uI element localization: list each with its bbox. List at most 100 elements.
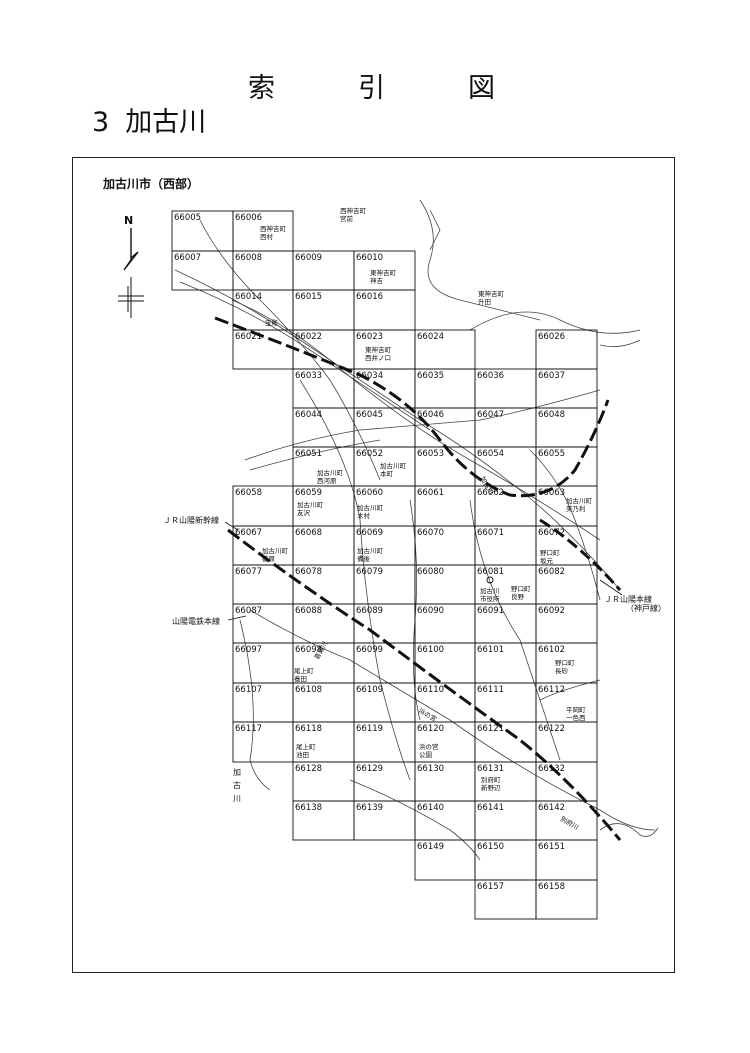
place-name: 養田 (294, 674, 307, 683)
map-sheet-number: 66128 (295, 764, 322, 774)
map-sheet-number: 66151 (538, 842, 565, 852)
map-sheet-number: 66068 (295, 528, 322, 538)
place-name: 尾上町 (296, 742, 316, 751)
label-sanyo-shinkansen: ＪＲ山陽新幹線 (163, 515, 219, 525)
map-sheet-number: 66022 (295, 332, 322, 342)
title-char: 引 (358, 73, 387, 104)
place-name: 平岡町 (566, 706, 586, 714)
sanyo-main-line (214, 316, 610, 498)
place-name: 神吉 (370, 276, 384, 285)
map-sheet-number: 66044 (295, 410, 322, 420)
place-name: 備後 (357, 554, 371, 563)
map-sheet-number: 66060 (356, 488, 383, 498)
map-sheet-number: 66091 (477, 606, 504, 616)
map-sheet-number: 66101 (477, 645, 504, 655)
place-name: 尾上町 (294, 666, 314, 675)
map-sheet-number: 66007 (174, 253, 201, 263)
map-sheet-number: 66005 (174, 213, 201, 223)
title-char: 索 (248, 73, 277, 104)
map-sheet-number: 66035 (417, 371, 444, 381)
map-sheet-number: 66045 (356, 410, 383, 420)
map-sheet-number: 66061 (417, 488, 444, 498)
map-sheet-number: 66070 (417, 528, 444, 538)
map-sheet-number: 66079 (356, 567, 383, 577)
map-sheet-number: 66119 (356, 724, 383, 734)
map-sheet-number: 66052 (356, 449, 383, 459)
place-name: 加古川町 (566, 496, 593, 505)
place-name: 公園 (419, 751, 432, 759)
place-labels: 西神吉町宮前西神吉町西村東神吉町神吉東神吉町升田宝殿東神吉町西井ノ口加古川町西河… (260, 206, 593, 792)
map-sheet-number: 66129 (356, 764, 383, 774)
map-sheet-number: 66097 (235, 645, 262, 655)
map-sheet-number: 66120 (417, 724, 444, 734)
map-sheet-number: 66026 (538, 332, 565, 342)
map-sheet-number: 66069 (356, 528, 383, 538)
sanyo-shinkansen-line (227, 528, 622, 841)
map-sheet-number: 66112 (538, 685, 565, 695)
label-river-betsu: 別府川 (559, 814, 580, 832)
place-name: 池田 (296, 750, 309, 759)
place-name: 西神吉町 (260, 224, 287, 233)
page-title: 索 引 図 (0, 66, 750, 106)
map-sheet-number: 66100 (417, 645, 444, 655)
place-name: 良野 (511, 592, 525, 601)
place-name: 東神吉町 (365, 345, 392, 354)
place-name: 本町 (380, 469, 394, 478)
label-kakogawa-1: 加 (233, 767, 241, 777)
map-sheet-number: 66132 (538, 764, 565, 774)
label-kakogawa-3: 川 (233, 794, 241, 803)
label-sanyo-electric: 山陽電鉄本線 (172, 616, 220, 626)
map-sheet-number: 66130 (417, 764, 444, 774)
map-sheet-number: 66033 (295, 371, 322, 381)
place-name: 新野辺 (481, 783, 501, 792)
map-sheet-number: 66067 (235, 528, 262, 538)
label-sanyo-main: ＪＲ山陽本線 (604, 594, 652, 604)
map-sheet-number: 66158 (538, 882, 565, 892)
place-name: 西村 (260, 232, 274, 241)
map-sheet-cell[interactable] (535, 879, 598, 920)
map-sheet-number: 66117 (235, 724, 262, 734)
map-sheet-number: 66099 (356, 645, 383, 655)
map-sheet-number: 66088 (295, 606, 322, 616)
place-name: 宮前 (340, 214, 354, 223)
map-sheet-number: 66089 (356, 606, 383, 616)
city-hall-marker (486, 576, 494, 584)
map-sheet-number: 66015 (295, 292, 322, 302)
map-sheet-number: 66150 (477, 842, 504, 852)
place-name: 野口町 (511, 585, 531, 593)
place-name: 加古川町 (380, 461, 407, 470)
map-heading: 加古川市（西部） (103, 177, 200, 191)
map-sheet-number: 66010 (356, 253, 383, 263)
place-name: 加古川町 (357, 503, 384, 512)
map-sheet-number: 66016 (356, 292, 383, 302)
place-name: 加古川町 (297, 500, 324, 509)
place-name: 野口町 (540, 549, 560, 557)
map-sheet-number: 66138 (295, 803, 322, 813)
map-sheet-number: 66034 (356, 371, 383, 381)
label-river-hama: 浜の宮 (417, 706, 438, 724)
place-name: 東神吉町 (370, 268, 397, 277)
map-sheet-number: 66118 (295, 724, 322, 734)
map-sheet-number: 66014 (235, 292, 262, 302)
map-sheet-number: 66058 (235, 488, 262, 498)
map-sheet-number: 66121 (477, 724, 504, 734)
map-sheet-number: 66141 (477, 803, 504, 813)
title-char: 図 (468, 73, 497, 104)
map-sheet-number: 66122 (538, 724, 565, 734)
map-sheet-number: 66023 (356, 332, 383, 342)
map-sheet-number: 66110 (417, 685, 444, 695)
map-sheet-number: 66024 (417, 332, 444, 342)
map-sheet-number: 66008 (235, 253, 262, 263)
map-sheet-number: 66072 (538, 528, 565, 538)
label-kakogawa-2: 古 (233, 780, 241, 790)
map-sheet-number: 66059 (295, 488, 322, 498)
map-sheet-number: 66047 (477, 410, 504, 420)
map-sheet-number: 66111 (477, 685, 504, 695)
map-sheet-number: 66157 (477, 882, 504, 892)
map-sheet-number: 66037 (538, 371, 565, 381)
map-sheet-number: 66053 (417, 449, 444, 459)
place-name: 別府町 (481, 775, 501, 784)
map-sheet-number: 66009 (295, 253, 322, 263)
place-name: 宝殿 (265, 318, 279, 327)
